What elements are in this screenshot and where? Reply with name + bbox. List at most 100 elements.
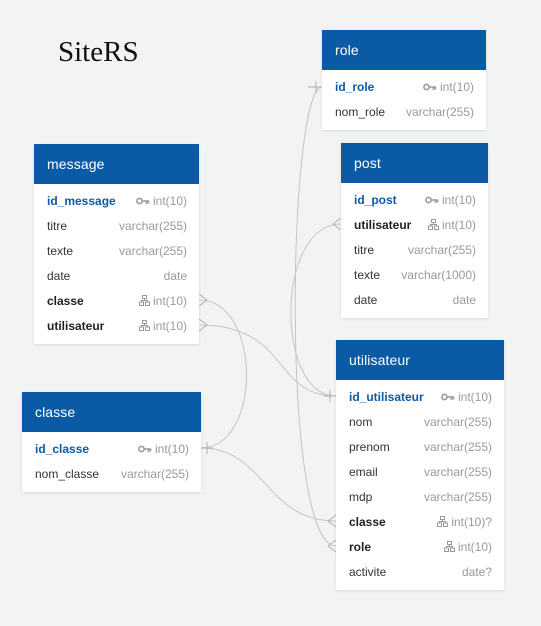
- field-name: id_message: [47, 194, 116, 208]
- field-type-label: date?: [461, 565, 492, 579]
- field-type-label: int(10): [441, 218, 476, 232]
- foreign-key-icon: [437, 515, 451, 529]
- field-type: int(10): [423, 75, 474, 100]
- field-row[interactable]: prenom varchar(255): [336, 435, 504, 460]
- rel-message-utilisateur: [198, 324, 337, 397]
- field-name: nom_role: [335, 105, 386, 119]
- field-type-label: varchar(255): [423, 490, 492, 504]
- table-header-message: message: [34, 144, 199, 184]
- field-type: int(10): [138, 437, 189, 462]
- field-type: varchar(255): [408, 238, 476, 263]
- field-row[interactable]: id_message int(10): [34, 189, 199, 214]
- field-type: varchar(255): [121, 462, 189, 487]
- field-type: varchar(255): [424, 460, 492, 485]
- many-marker-utilisateur-role: [327, 539, 337, 553]
- field-type-label: int(10): [152, 319, 187, 333]
- primary-key-icon: [136, 194, 153, 208]
- table-header-post: post: [341, 143, 488, 183]
- field-type: varchar(255): [424, 410, 492, 435]
- field-name: id_post: [354, 193, 397, 207]
- field-name: email: [349, 465, 378, 479]
- field-name: activite: [349, 565, 387, 579]
- field-name: prenom: [349, 440, 390, 454]
- rel-utilisateur-classe: [200, 447, 337, 522]
- field-row[interactable]: activite date?: [336, 560, 504, 585]
- field-type: varchar(255): [119, 214, 187, 239]
- field-type-label: varchar(255): [407, 243, 476, 257]
- many-marker-post-utilisateur: [332, 217, 342, 231]
- field-type: varchar(255): [424, 485, 492, 510]
- rel-utilisateur-role: [294, 86, 337, 547]
- one-marker-utilisateur: [324, 390, 336, 402]
- field-row[interactable]: nom_role varchar(255): [322, 100, 486, 125]
- field-row[interactable]: classe int(10)?: [336, 510, 504, 535]
- foreign-key-icon: [138, 319, 153, 333]
- field-type-label: varchar(255): [118, 219, 187, 233]
- field-type-label: int(10): [154, 442, 189, 456]
- field-name: texte: [354, 268, 381, 282]
- field-type: date: [453, 288, 476, 313]
- field-name: utilisateur: [354, 218, 412, 232]
- field-name: classe: [349, 515, 386, 529]
- many-marker-utilisateur-classe: [327, 514, 337, 528]
- primary-key-icon: [425, 193, 442, 207]
- field-type-label: varchar(255): [405, 105, 474, 119]
- field-type: varchar(255): [119, 239, 187, 264]
- primary-key-icon: [423, 80, 440, 94]
- field-row[interactable]: titre varchar(255): [341, 238, 488, 263]
- field-type: int(10): [138, 289, 187, 314]
- field-name: texte: [47, 244, 74, 258]
- field-row[interactable]: id_post int(10): [341, 188, 488, 213]
- field-row[interactable]: utilisateur int(10): [341, 213, 488, 238]
- field-type: varchar(255): [424, 435, 492, 460]
- field-type-label: varchar(255): [423, 465, 492, 479]
- many-marker-message-classe: [198, 293, 208, 307]
- field-type: date: [164, 264, 187, 289]
- table-post[interactable]: post id_post int(10) utilisateur int(10) tit…: [341, 143, 488, 318]
- field-type: int(10): [138, 314, 187, 339]
- field-type-label: int(10): [457, 540, 492, 554]
- foreign-key-icon: [443, 540, 458, 554]
- table-message[interactable]: message id_message int(10) titre varchar(25…: [34, 144, 199, 344]
- table-header-role: role: [322, 30, 486, 70]
- field-type-label: int(10): [152, 294, 187, 308]
- table-header-utilisateur: utilisateur: [336, 340, 504, 380]
- field-name: utilisateur: [47, 319, 105, 333]
- field-type-label: int(10): [439, 80, 474, 94]
- field-row[interactable]: texte varchar(255): [34, 239, 199, 264]
- field-name: titre: [47, 219, 68, 233]
- field-row[interactable]: utilisateur int(10): [34, 314, 199, 339]
- one-marker-role: [308, 81, 322, 93]
- field-type-label: varchar(255): [423, 440, 492, 454]
- field-type: int(10): [443, 535, 492, 560]
- field-type: int(10): [136, 189, 187, 214]
- primary-key-icon: [441, 390, 458, 404]
- field-type-label: date: [163, 269, 187, 283]
- field-name: titre: [354, 243, 375, 257]
- field-type-label: int(10): [441, 193, 476, 207]
- field-type: int(10): [441, 385, 492, 410]
- field-row[interactable]: titre varchar(255): [34, 214, 199, 239]
- foreign-key-icon: [138, 294, 153, 308]
- field-row[interactable]: email varchar(255): [336, 460, 504, 485]
- field-type: int(10)?: [437, 510, 492, 535]
- rel-message-classe: [198, 299, 247, 449]
